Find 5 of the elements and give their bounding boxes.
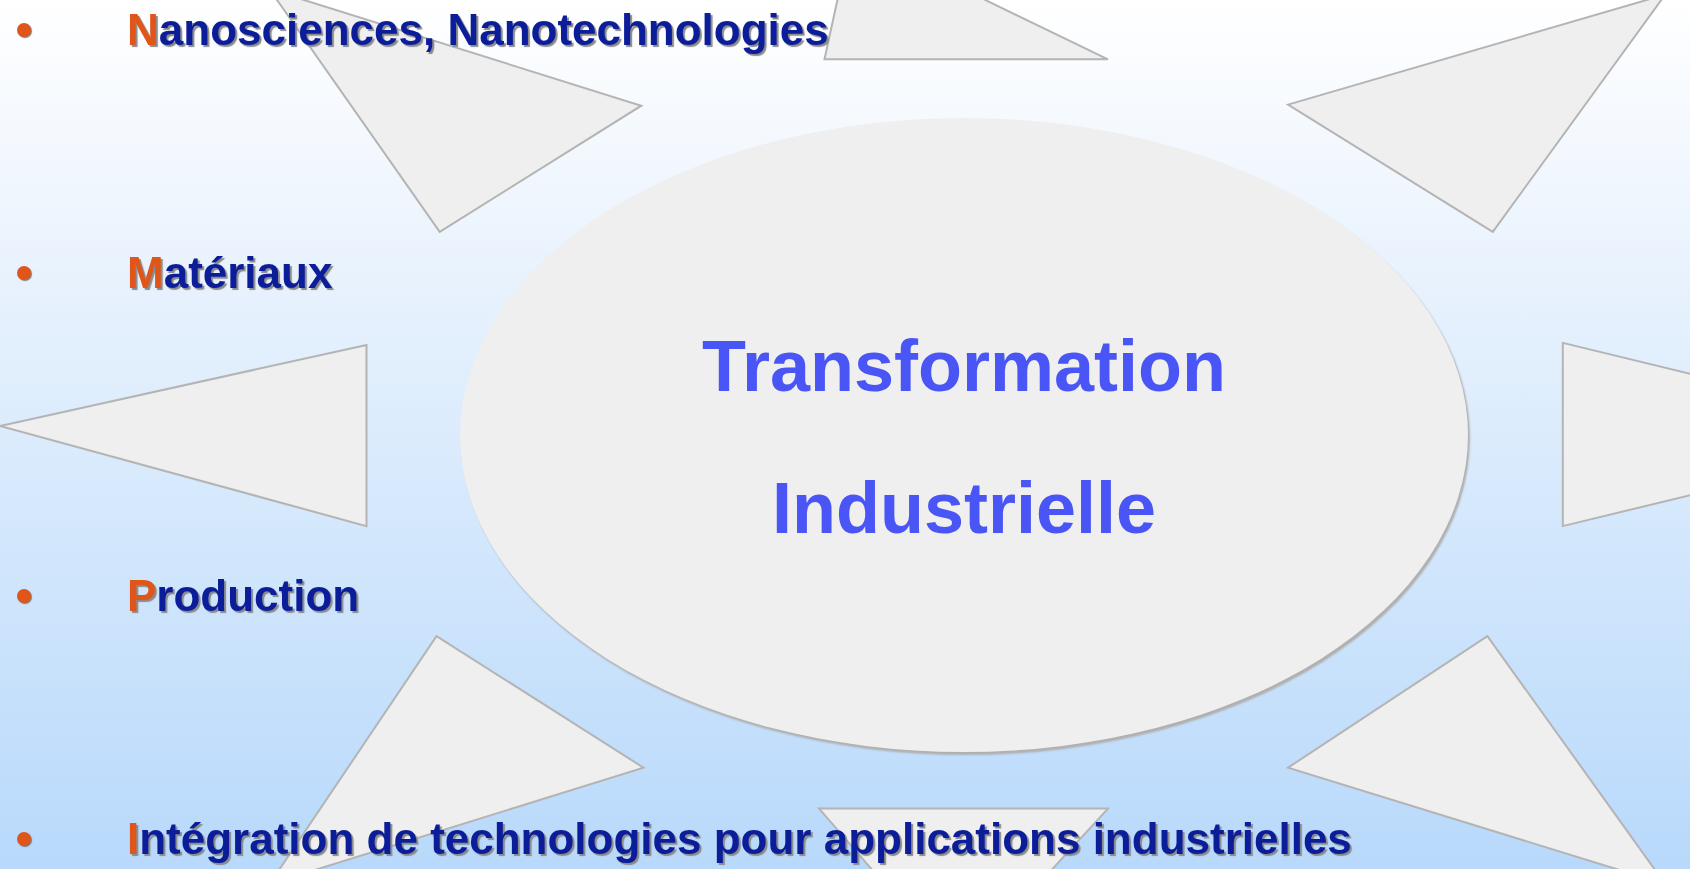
bullet-text: Matériaux xyxy=(127,248,333,298)
bullet-text: Intégration de technologies pour applications industrielles xyxy=(127,814,1352,864)
ellipse-title: Transformation Industrielle xyxy=(700,325,1228,550)
bullet-text: Nanosciences, Nanotechnologies xyxy=(127,5,829,55)
bullet-text: Production xyxy=(127,571,360,621)
